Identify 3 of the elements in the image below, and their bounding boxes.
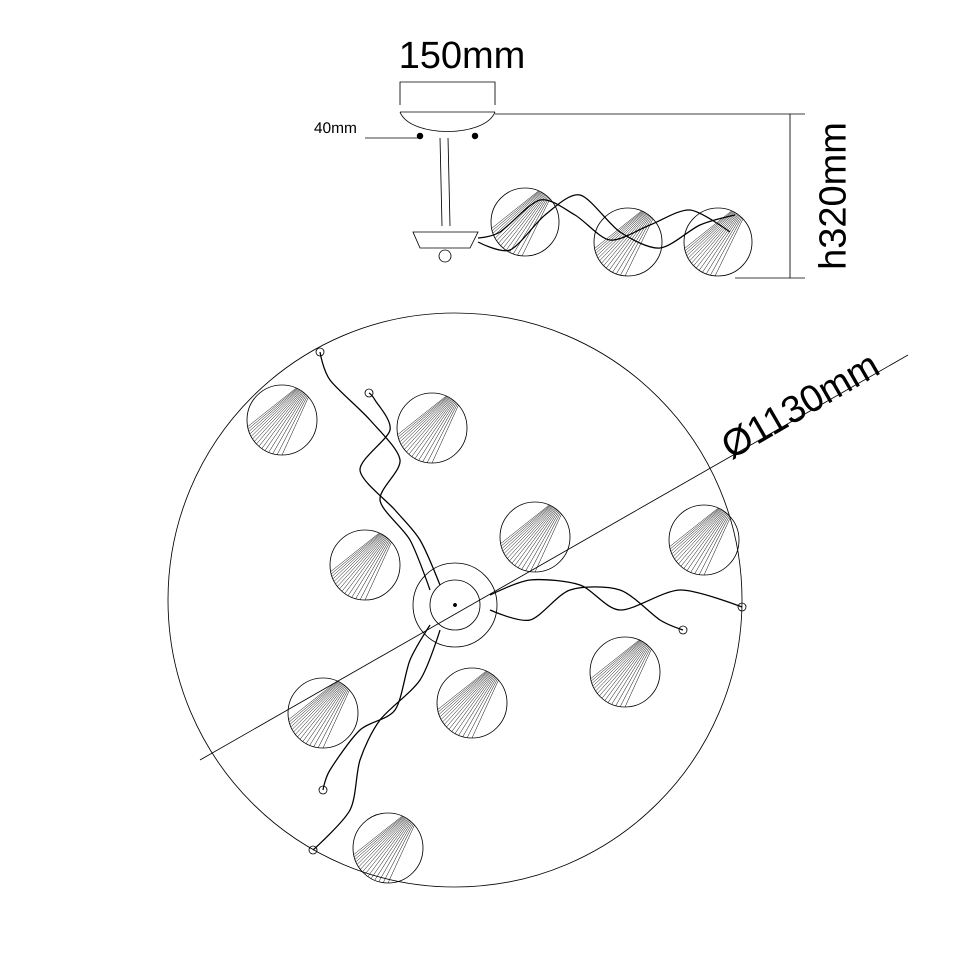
dimension-label: h320mm (818, 124, 846, 268)
dimension-label: 40mm (314, 122, 356, 134)
dimension-label: 150mm (402, 42, 523, 68)
